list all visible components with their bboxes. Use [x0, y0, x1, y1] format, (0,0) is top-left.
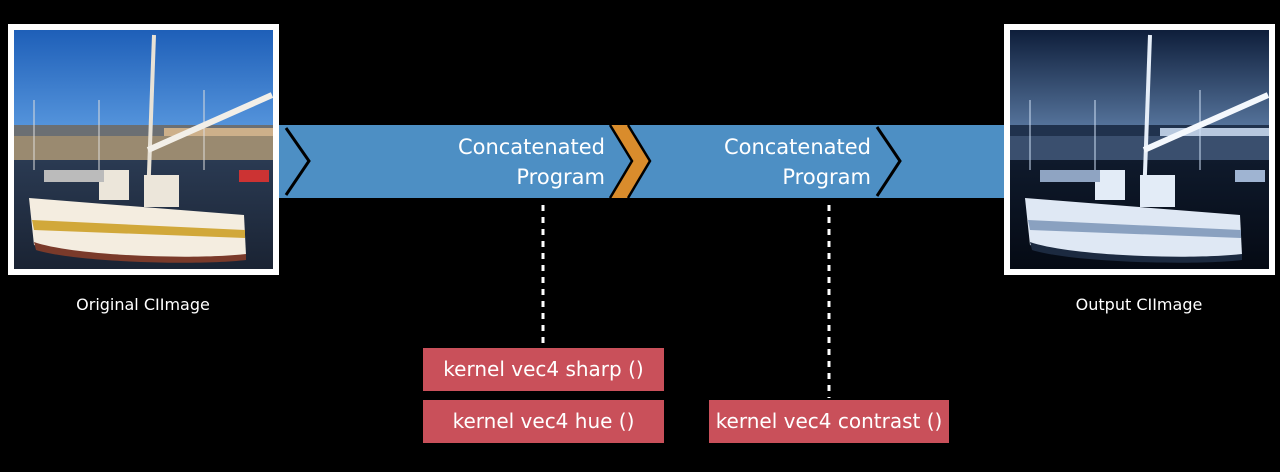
- original-image-caption: Original CIImage: [76, 295, 210, 314]
- output-image-frame: [1004, 24, 1275, 275]
- stage-1-label: Concatenated Program: [405, 132, 605, 192]
- kernel-sharp-box: kernel vec4 sharp (): [423, 348, 664, 391]
- stage-1-label-line2: Program: [516, 165, 605, 189]
- kernel-contrast-box: kernel vec4 contrast (): [709, 400, 949, 443]
- chevron-accent-outline: [608, 124, 634, 199]
- chevron-accent-icon: [610, 125, 650, 198]
- kernel-hue-box: kernel vec4 hue (): [423, 400, 664, 443]
- chevron-end-icon: [875, 126, 902, 197]
- original-boat-photo: [14, 30, 273, 269]
- stage-2-label-line2: Program: [782, 165, 871, 189]
- stage-2-label: Concatenated Program: [671, 132, 871, 192]
- original-image-frame: [8, 24, 279, 275]
- stage-1-label-line1: Concatenated: [457, 135, 605, 159]
- chevron-start-icon: [284, 127, 311, 196]
- stage-2-label-line1: Concatenated: [723, 135, 871, 159]
- output-image-caption: Output CIImage: [1075, 295, 1203, 314]
- chevron-accent-outline-2: [626, 124, 652, 199]
- output-boat-photo: [1010, 30, 1269, 269]
